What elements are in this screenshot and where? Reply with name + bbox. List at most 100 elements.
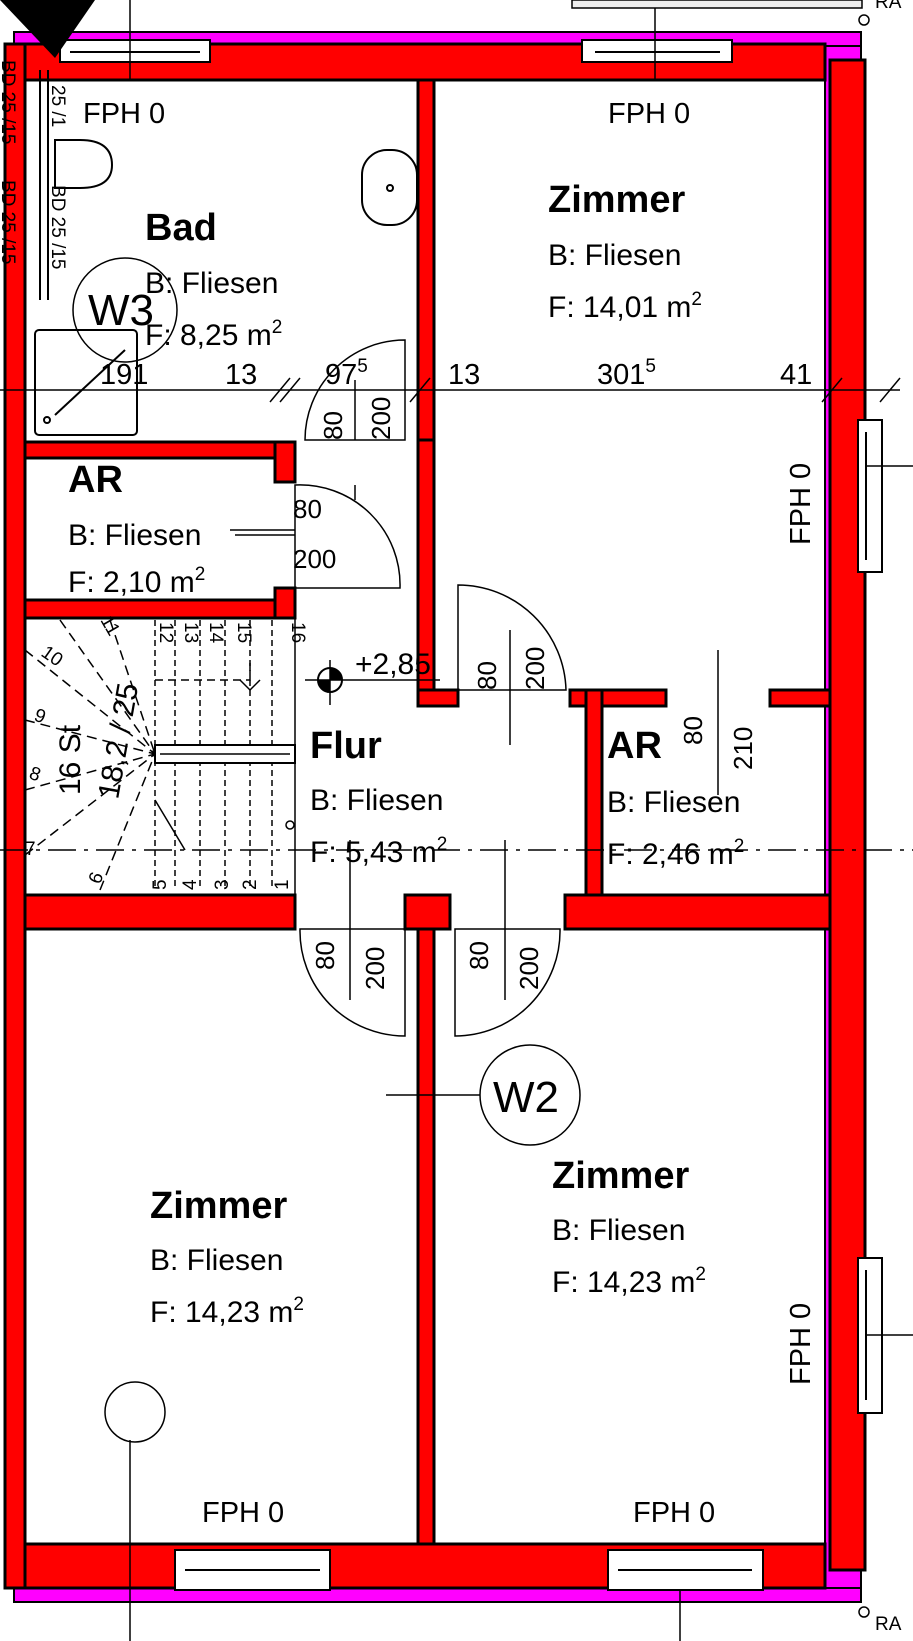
room-area-zimmer-ne: F: 14,01 m2 — [548, 289, 702, 324]
toilet-icon — [54, 139, 114, 189]
room-name-flur: Flur — [310, 725, 382, 767]
room-area-zimmer-sw: F: 14,23 m2 — [150, 1294, 304, 1329]
room-area-ar-e-value: F: 2,46 m — [607, 838, 734, 871]
room-area-zimmer-ne-sup: 2 — [691, 289, 702, 310]
door-se-height: 200 — [514, 947, 544, 990]
door-ar-e-width: 80 — [678, 716, 708, 745]
bad-fixture-text-1: 25 /1 — [47, 85, 68, 127]
fph-label-bad-top: FPH 0 — [83, 98, 165, 130]
door-bad-height: 200 — [366, 397, 396, 440]
room-floor-ar-e: B: Fliesen — [607, 786, 740, 819]
fph-label-zimmer-se-bottom: FPH 0 — [633, 1497, 715, 1529]
door-sw-height: 200 — [360, 947, 390, 990]
stair-step-2: 2 — [240, 879, 261, 890]
fph-label-zimmer-sw-bottom: FPH 0 — [202, 1497, 284, 1529]
dim-label-2: 13 — [225, 359, 257, 391]
room-area-bad-sup: 2 — [272, 317, 283, 338]
dim-label-3-sup: 5 — [357, 356, 368, 377]
dim-label-5-base: 301 — [597, 359, 645, 391]
room-area-zimmer-se-value: F: 14,23 m — [552, 1266, 695, 1299]
level-label: +2,85 — [355, 648, 431, 681]
room-area-flur-value: F: 5,43 m — [310, 836, 437, 869]
wall-tag-w2: W2 — [493, 1073, 559, 1122]
dim-label-6: 41 — [780, 359, 812, 391]
door-bad — [304, 339, 406, 441]
shower-icon — [34, 329, 138, 436]
corner-marker-icon-2 — [858, 1606, 870, 1618]
door-ar-e-height: 210 — [728, 727, 758, 770]
door-ar-w-width: 80 — [293, 494, 322, 524]
door-swings — [230, 339, 719, 1096]
room-name-zimmer-se: Zimmer — [552, 1155, 689, 1197]
room-area-ar-e-sup: 2 — [734, 836, 745, 857]
stair-step-10: 10 — [37, 642, 66, 671]
room-area-flur: F: 5,43 m2 — [310, 834, 447, 869]
door-se-width: 80 — [464, 941, 494, 970]
room-area-ar-w-sup: 2 — [195, 564, 206, 585]
dimension-line — [0, 377, 901, 403]
room-area-bad-value: F: 8,25 m — [145, 319, 272, 352]
room-area-zimmer-ne-value: F: 14,01 m — [548, 291, 691, 324]
dim-label-3: 975 — [325, 356, 368, 391]
stair-step-6: 6 — [85, 870, 108, 887]
door-sw — [299, 928, 406, 1037]
room-floor-zimmer-sw: B: Fliesen — [150, 1244, 283, 1277]
dim-label-5-sup: 5 — [645, 356, 656, 377]
door-se — [454, 928, 561, 1037]
bad-fixture-text-2: BD 25 /15 — [47, 185, 68, 270]
top-right-element — [571, 0, 863, 9]
stair-step-7: 7 — [25, 839, 36, 860]
room-area-ar-e: F: 2,46 m2 — [607, 836, 744, 871]
door-ar-w — [294, 484, 401, 589]
stair-step-14: 14 — [205, 622, 226, 644]
room-area-zimmer-se-sup: 2 — [695, 1264, 706, 1285]
room-floor-zimmer-se: B: Fliesen — [552, 1214, 685, 1247]
room-name-zimmer-sw: Zimmer — [150, 1185, 287, 1227]
stair-step-5: 5 — [150, 879, 171, 890]
staircase — [24, 617, 296, 896]
door-flur-n-height: 200 — [520, 647, 550, 690]
room-floor-zimmer-ne: B: Fliesen — [548, 239, 681, 272]
room-area-zimmer-sw-value: F: 14,23 m — [150, 1296, 293, 1329]
stair-label: 16 St — [54, 724, 87, 795]
door-bad-width: 80 — [318, 411, 348, 440]
room-floor-ar-w: B: Fliesen — [68, 519, 201, 552]
door-sw-width: 80 — [310, 941, 340, 970]
dim-label-1: 191 — [100, 359, 148, 391]
interior-walls — [23, 78, 832, 1546]
room-area-flur-sup: 2 — [437, 834, 448, 855]
corner-text-top: RA — [875, 0, 902, 13]
corner-text-bottom: RA — [875, 1614, 902, 1635]
dim-label-4: 13 — [448, 359, 480, 391]
sink-icon — [361, 149, 418, 226]
room-area-zimmer-se: F: 14,23 m2 — [552, 1264, 706, 1299]
room-area-ar-w: F: 2,10 m2 — [68, 564, 205, 599]
stair-step-12: 12 — [155, 622, 176, 643]
room-name-ar-w: AR — [68, 459, 123, 501]
door-ar-w-height: 200 — [293, 544, 336, 574]
stair-step-1: 1 — [272, 879, 293, 890]
room-name-ar-e: AR — [607, 725, 662, 767]
room-name-bad: Bad — [145, 207, 217, 249]
left-edge-text-2: BD 25 /15 — [0, 180, 18, 265]
fph-label-zimmer-se-right: FPH 0 — [785, 1303, 817, 1385]
level-marker-icon — [305, 660, 440, 705]
door-flur-n-width: 80 — [472, 661, 502, 690]
dim-label-5: 3015 — [597, 356, 656, 391]
wall-tag-w2-circle — [479, 1044, 581, 1146]
stair-step-3: 3 — [212, 879, 233, 890]
fph-label-zimmer-ne-right: FPH 0 — [785, 463, 817, 545]
wall-tag-w3-circle — [72, 257, 178, 363]
stair-step-15: 15 — [233, 622, 254, 643]
stair-step-13: 13 — [180, 622, 201, 643]
fph-label-zimmer-ne-top: FPH 0 — [608, 98, 690, 130]
stair-step-8: 8 — [26, 763, 43, 786]
corner-marker-icon — [858, 14, 870, 26]
windows — [59, 39, 883, 1591]
room-area-bad: F: 8,25 m2 — [145, 317, 282, 352]
lamp-circle — [104, 1381, 166, 1443]
dim-label-3-base: 97 — [325, 359, 357, 391]
room-floor-bad: B: Fliesen — [145, 267, 278, 300]
window-zimmer-ne-right — [857, 419, 883, 573]
